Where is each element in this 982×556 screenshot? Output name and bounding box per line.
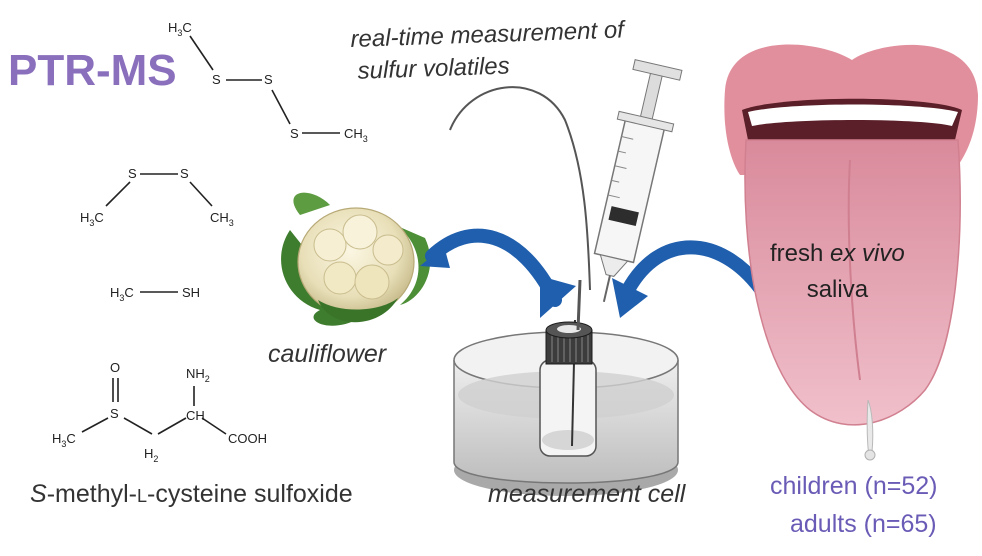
- ptr-ms-title: PTR-MS: [8, 46, 177, 95]
- chem-nh2: NH2: [186, 366, 210, 384]
- mouth-tongue-illustration: [724, 44, 978, 461]
- chem-cooh: COOH: [228, 431, 267, 446]
- chem-sh: SH: [182, 285, 200, 300]
- children-count: children (n=52): [770, 472, 938, 500]
- compound-part-2: -cysteine sulfoxide: [147, 480, 353, 508]
- syringe-illustration: [593, 59, 683, 303]
- chem-s-3: S: [290, 126, 299, 141]
- dimethyl-trisulfide-structure: H3C S S S CH3: [168, 20, 368, 144]
- curved-arrow-left: [420, 228, 576, 318]
- measurement-cell-label: measurement cell: [488, 480, 686, 508]
- chem-h3c-4: H3C: [52, 431, 76, 449]
- smcso-structure: O S H3C H2 CH NH2 COOH: [52, 360, 267, 464]
- cauliflower-illustration: [281, 192, 431, 326]
- dimethyl-disulfide-structure: S S H3C CH3: [80, 166, 234, 228]
- chem-h3c-2: H3C: [80, 210, 104, 228]
- chem-s-5: S: [180, 166, 189, 181]
- saliva-line-2: saliva: [806, 276, 869, 303]
- compound-small-caps: L: [136, 486, 147, 506]
- compound-name-label: S-methyl-L-cysteine sulfoxide: [30, 480, 353, 509]
- chem-o: O: [110, 360, 120, 375]
- transfer-line: [449, 86, 591, 291]
- chem-h3c-3: H3C: [110, 285, 134, 303]
- measurement-cell-illustration: [453, 279, 679, 496]
- chem-h3c-1: H3C: [168, 20, 192, 38]
- compound-prefix: S: [30, 480, 47, 508]
- chem-s-6: S: [110, 406, 119, 421]
- compound-part-1: -methyl-: [46, 480, 137, 508]
- chem-ch: CH: [186, 408, 205, 423]
- chem-h2: H2: [144, 446, 158, 464]
- saliva-label: fresh ex vivo saliva: [770, 236, 905, 308]
- saliva-line-1: fresh ex vivo: [770, 240, 905, 267]
- chem-ch3-1: CH3: [344, 126, 368, 144]
- methanethiol-structure: H3C SH: [110, 285, 200, 303]
- chem-s-4: S: [128, 166, 137, 181]
- curved-arrow-right: [612, 240, 767, 318]
- chem-s-2: S: [264, 72, 273, 87]
- chem-ch3-2: CH3: [210, 210, 234, 228]
- adults-count: adults (n=65): [790, 510, 937, 538]
- measurement-caption: real-time measurement of sulfur volatile…: [350, 14, 626, 88]
- chem-s-1: S: [212, 72, 221, 87]
- cauliflower-label: cauliflower: [268, 340, 387, 368]
